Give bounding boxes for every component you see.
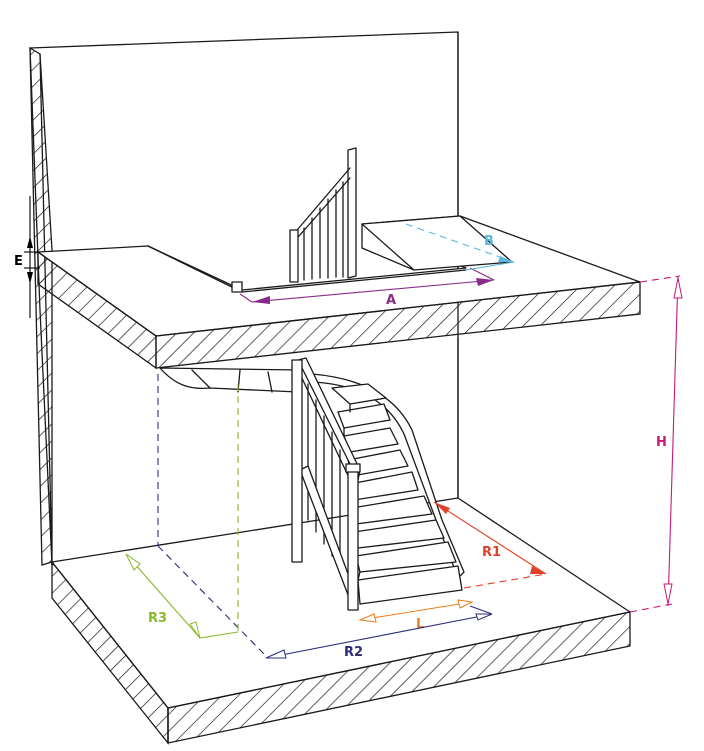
stair-soffit (159, 367, 301, 393)
label-h: H (656, 435, 667, 450)
upper-floor (37, 215, 641, 370)
winding-staircase (291, 357, 465, 611)
label-r1: R1 (482, 545, 501, 560)
upper-railing (231, 147, 357, 293)
dimension-a: A (239, 267, 495, 308)
dimension-h: H (629, 275, 683, 613)
label-e: E (14, 254, 23, 269)
dimension-b: B (405, 223, 515, 271)
ground-floor (51, 497, 631, 745)
label-r3: R3 (148, 611, 167, 626)
left-wall (29, 46, 53, 566)
label-l: L (416, 617, 424, 632)
label-b: B (484, 234, 494, 249)
dimension-l: L (358, 599, 474, 632)
dimension-e: E (14, 196, 40, 318)
dimension-r1: R1 (433, 501, 547, 589)
dimension-r3: R3 (125, 384, 239, 639)
dimension-r2: R2 (157, 374, 493, 660)
label-a: A (386, 293, 396, 308)
label-r2: R2 (344, 645, 363, 660)
